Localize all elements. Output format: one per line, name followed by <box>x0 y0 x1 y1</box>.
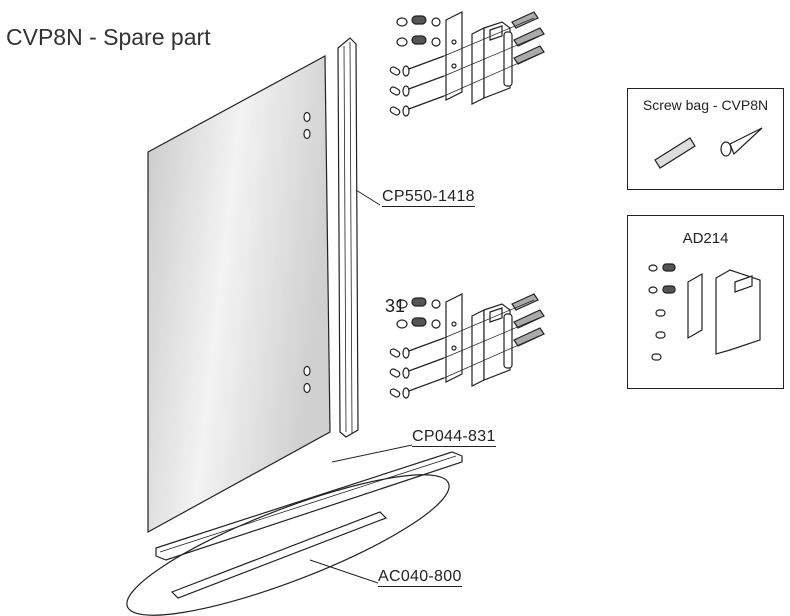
screw-bag-title: Screw bag - CVP8N <box>642 97 769 113</box>
label-cp044-831: CP044-831 <box>412 428 496 447</box>
ad214-title: AD214 <box>682 230 729 247</box>
glass-panel <box>147 54 331 534</box>
lower-hinge-assembly <box>388 293 545 399</box>
seal-highlight-ellipse <box>126 474 450 616</box>
page-title: CVP8N - Spare part <box>6 24 211 50</box>
leader-lines <box>309 189 413 584</box>
callout-number: 31 <box>385 296 406 316</box>
panel-holes <box>303 111 311 394</box>
seal-ac040-800 <box>170 511 388 599</box>
label-ac040-800: AC040-800 <box>378 568 462 587</box>
ad214-box: AD214 <box>627 215 784 389</box>
screw-bag-box: Screw bag - CVP8N <box>627 88 784 190</box>
label-cp550-1418: CP550-1418 <box>382 188 475 207</box>
upper-hinge-assembly <box>388 11 545 117</box>
wall-profile-cp550-1418 <box>337 37 359 438</box>
